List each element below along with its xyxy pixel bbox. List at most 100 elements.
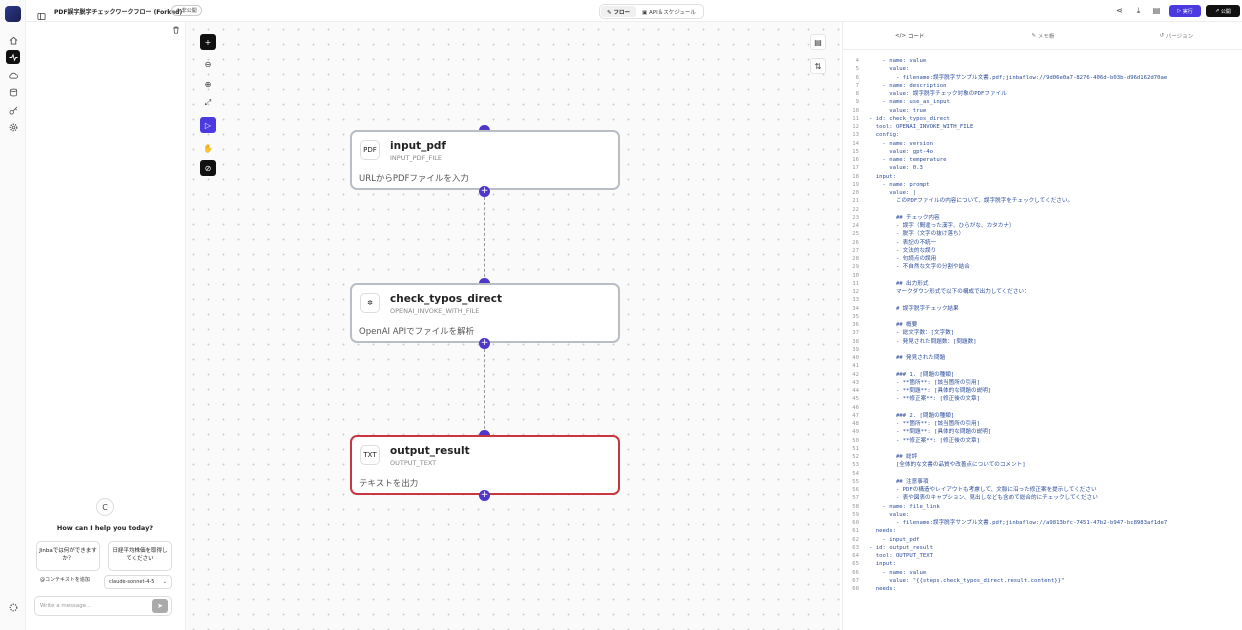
key-icon[interactable] xyxy=(6,103,20,117)
add-after-button[interactable]: + xyxy=(479,186,490,197)
code-line: 18 input: xyxy=(843,173,1241,181)
line-text: [全体的な文書の品質や改善点についてのコメント] xyxy=(869,462,1026,469)
line-number: 7 xyxy=(855,82,859,89)
code-line: 50 - **修正案**: [修正後の文章] xyxy=(843,437,1241,445)
chevron-down-icon: ⌄ xyxy=(162,579,167,585)
user-settings-icon[interactable] xyxy=(6,600,20,614)
cloud-icon[interactable] xyxy=(6,68,20,82)
message-input[interactable]: Write a message... xyxy=(34,596,172,616)
line-text: - **修正案**: [修正後の文章] xyxy=(869,396,980,403)
auto-layout-button[interactable]: ⇅ xyxy=(810,58,826,74)
code-line: 21 このPDFファイルの内容について、誤字脱字をチェックしてください。 xyxy=(843,197,1241,205)
edit-icon: ✎ xyxy=(1031,32,1038,39)
line-number: 10 xyxy=(852,107,859,114)
send-button[interactable]: ➤ xyxy=(152,599,168,613)
add-context-button[interactable]: @コンテキストを追加 xyxy=(40,577,90,583)
save-layout-button[interactable]: ▤ xyxy=(810,34,826,50)
zoom-out-button[interactable]: ⊖ xyxy=(200,56,216,72)
code-line: 48 - **箇所**: [該当箇所の引用] xyxy=(843,420,1241,428)
run-button[interactable]: ▷ 実行 xyxy=(1169,5,1201,17)
line-text: value: xyxy=(869,66,910,73)
tab-code[interactable]: </> コード xyxy=(843,22,976,49)
line-number: 44 xyxy=(852,388,859,394)
node-type: OUTPUT_TEXT xyxy=(390,459,437,467)
select-mode-button[interactable]: ▷ xyxy=(200,117,216,133)
line-number: 19 xyxy=(852,181,859,188)
line-number: 16 xyxy=(852,157,859,163)
line-number: 31 xyxy=(852,280,859,287)
node-type: OPENAI_INVOKE_WITH_FILE xyxy=(390,307,480,315)
line-number: 14 xyxy=(852,140,859,147)
line-text: - name: value xyxy=(869,58,927,64)
toggle-grid-button[interactable]: ⊘ xyxy=(200,160,216,176)
code-icon: </> xyxy=(894,32,908,39)
node-check-typos-direct[interactable]: ✲ check_typos_direct OPENAI_INVOKE_WITH_… xyxy=(350,283,620,343)
node-description: URLからPDFファイルを入力 xyxy=(359,174,469,184)
pan-mode-button[interactable]: ✋ xyxy=(200,140,216,156)
save-icon[interactable]: ▤ xyxy=(1152,6,1161,15)
line-number: 9 xyxy=(855,99,859,106)
line-number: 27 xyxy=(852,247,859,254)
node-name: check_typos_direct xyxy=(390,293,503,305)
publish-button[interactable]: ⇗ 公開 xyxy=(1206,5,1240,17)
suggestion-button[interactable]: Jinbaでは何ができますか？ xyxy=(36,541,100,571)
line-text: value: | xyxy=(869,190,917,196)
edge-connector xyxy=(484,197,485,282)
add-after-button[interactable]: + xyxy=(479,490,490,501)
model-select[interactable]: claude-sonnet-4-5 ⌄ xyxy=(104,575,172,589)
flow-canvas[interactable]: + ⊖ ⊕ ⤢ ▷ ✋ ⊘ ▤ ⇅ PDF input_pdf INPUT_PD… xyxy=(186,22,840,630)
code-line: 14 - name: version xyxy=(843,140,1241,148)
code-line: 65 input: xyxy=(843,560,1241,568)
assistant-avatar: C xyxy=(96,498,114,516)
line-text: - name: value xyxy=(869,569,927,576)
line-number: 37 xyxy=(852,330,859,337)
share-icon[interactable]: ⋖ xyxy=(1116,6,1123,15)
code-line: 67 value: "{{steps.check_typos_direct.re… xyxy=(843,577,1241,585)
line-number: 28 xyxy=(852,256,859,262)
line-text: - 誤字（間違った漢字、ひらがな、カタカナ） xyxy=(869,223,1015,229)
line-number: 55 xyxy=(852,478,859,485)
line-text: - name: description xyxy=(869,82,947,89)
line-number: 65 xyxy=(852,561,859,568)
sidebar-toggle-icon[interactable] xyxy=(37,6,46,25)
node-description: テキストを出力 xyxy=(359,479,419,489)
code-line: 7 - name: description xyxy=(843,82,1241,90)
download-icon[interactable]: ⤓ xyxy=(1136,6,1141,15)
line-text: - 句読点の誤用 xyxy=(869,256,937,262)
tab-flow[interactable]: ✎ フロー xyxy=(601,6,637,17)
line-number: 24 xyxy=(852,223,859,229)
node-output-result[interactable]: TXT output_result OUTPUT_TEXT テキストを出力 xyxy=(350,435,620,495)
code-line: 10 value: true xyxy=(843,107,1241,115)
line-text: - 不自然な文字の分割や結合 xyxy=(869,264,970,271)
run-label: 実行 xyxy=(1182,8,1193,15)
text-file-icon: TXT xyxy=(360,445,380,465)
tab-version[interactable]: ↺ バージョン xyxy=(1110,22,1242,49)
line-text: # 誤字脱字チェック結果 xyxy=(869,305,959,312)
workflow-icon[interactable] xyxy=(6,50,20,64)
code-line: 5 value: xyxy=(843,65,1241,73)
line-text: - **箇所**: [該当箇所の引用] xyxy=(869,379,980,386)
chat-sidebar xyxy=(26,0,186,630)
home-icon[interactable] xyxy=(6,33,20,47)
code-line: 51 xyxy=(843,445,1241,453)
edge-connector xyxy=(484,349,485,434)
app-logo[interactable] xyxy=(5,6,21,22)
zoom-in-button[interactable]: ⊕ xyxy=(200,76,216,92)
visibility-badge[interactable]: ⊙ 非公開 xyxy=(171,5,202,16)
add-node-button[interactable]: + xyxy=(200,34,216,50)
tab-notepad[interactable]: ✎ メモ帳 xyxy=(976,22,1109,49)
suggestion-button[interactable]: 日経平均株価を取得してください xyxy=(108,541,172,571)
code-line: 20 value: | xyxy=(843,189,1241,197)
line-number: 64 xyxy=(852,553,859,559)
trash-icon[interactable] xyxy=(172,26,180,36)
add-after-button[interactable]: + xyxy=(479,338,490,349)
database-icon[interactable] xyxy=(6,85,20,99)
node-type: INPUT_PDF_FILE xyxy=(390,154,442,162)
line-number: 52 xyxy=(852,454,859,460)
settings-gear-icon[interactable] xyxy=(6,120,20,134)
fit-view-button[interactable]: ⤢ xyxy=(200,95,216,111)
node-input-pdf[interactable]: PDF input_pdf INPUT_PDF_FILE URLからPDFファイ… xyxy=(350,130,620,190)
calendar-icon: ▣ xyxy=(642,10,648,16)
tab-api-schedule[interactable]: ▣ API＆スケジュール xyxy=(636,6,702,17)
